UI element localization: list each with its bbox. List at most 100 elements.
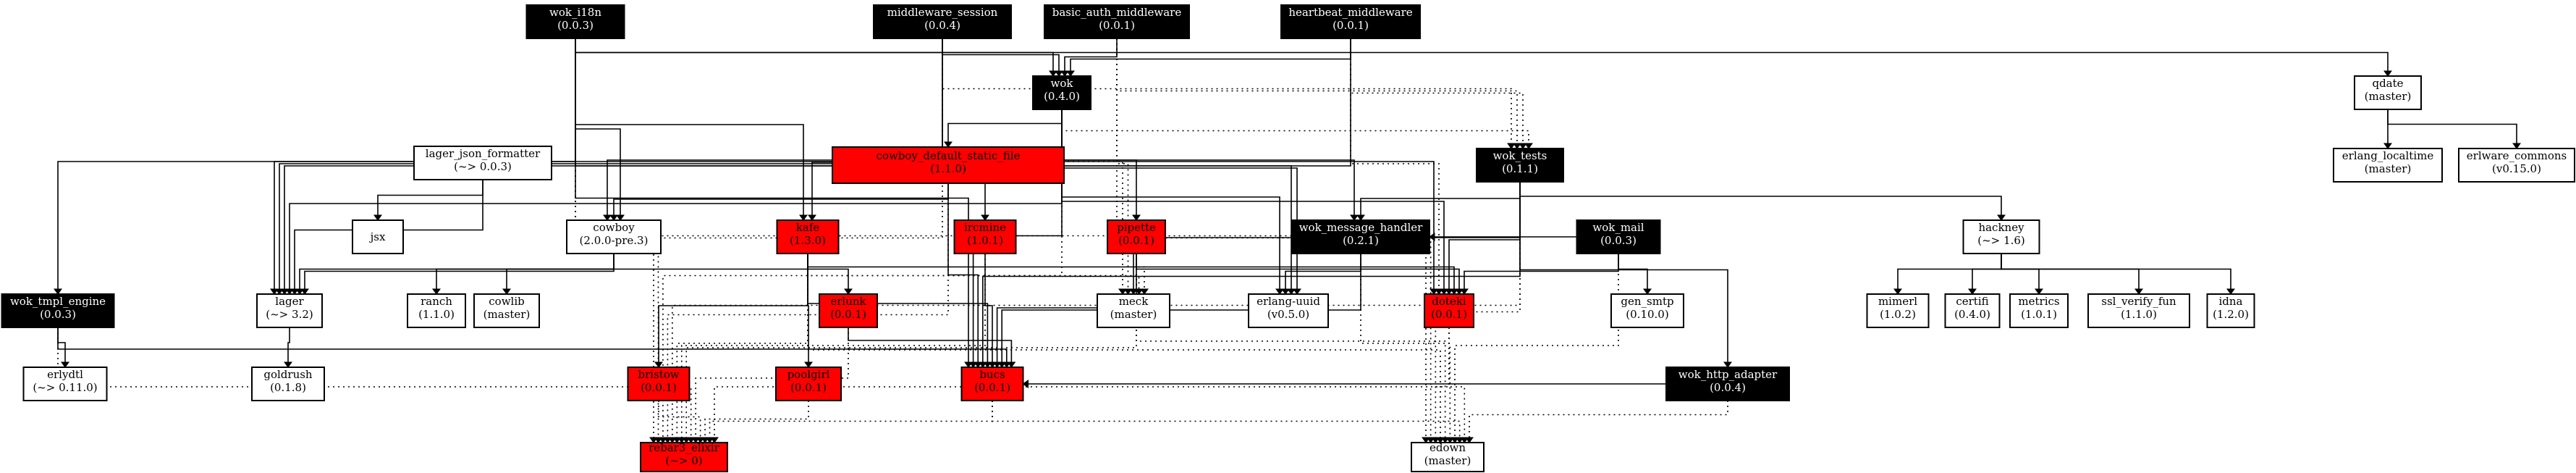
edge-heartbeat-middleware-to-wok-tests [1350, 38, 1527, 149]
node-version: (0.0.3) [557, 19, 594, 32]
node-label: wok_mail [1592, 221, 1644, 234]
node-box [1476, 148, 1564, 183]
node-label: certifi [1956, 295, 1988, 308]
node-meck: meck(master) [1097, 293, 1170, 328]
node-version: (1.1.0) [2121, 308, 2157, 321]
node-box [1576, 219, 1661, 254]
edge-cowboy-to-ranch [432, 254, 615, 295]
edge-line [1061, 109, 1355, 215]
node-box [1280, 4, 1421, 39]
edge-arrowhead [799, 214, 808, 221]
edge-arrowhead [502, 288, 511, 295]
edge-line [1448, 327, 1466, 438]
edge-line [680, 254, 986, 438]
node-box [2087, 293, 2190, 328]
edge-wok-tmpl-engine-to-rebar3-elixir [57, 327, 696, 443]
edge-line [992, 401, 1461, 438]
edge-arrowhead [1519, 143, 1527, 149]
node-version: (master) [2365, 162, 2412, 175]
node-version: (0.0.3) [40, 308, 76, 321]
edge-line [613, 183, 949, 215]
edge-arrowhead [603, 214, 612, 221]
edge-arrowhead [1513, 143, 1521, 149]
node-box [407, 293, 466, 328]
node-box [566, 219, 662, 254]
node-version: (master) [2365, 90, 2412, 103]
node-box [22, 367, 108, 401]
edge-wok-i18n-to-qdate [575, 38, 2392, 77]
edge-arrowhead [1507, 143, 1516, 149]
edge-kafe-to-meck [807, 254, 1144, 295]
node-box [1107, 219, 1166, 254]
edge-line [848, 327, 1013, 362]
edge-erlunk-to-bucs [848, 327, 1016, 368]
node-version: (~> 0) [665, 454, 702, 467]
node-label: bucs [979, 368, 1005, 381]
node-cowboy-default-static-file: cowboy_default_static_file(1.1.0) [832, 146, 1065, 184]
edge-arrowhead [1287, 288, 1296, 295]
edge-line [658, 401, 701, 438]
node-label: hackney [1978, 221, 2024, 234]
edge-arrowhead [1465, 437, 1474, 443]
node-box [1665, 367, 1790, 401]
edge-line [1064, 38, 1118, 71]
edge-arrowhead [432, 288, 441, 295]
node-label: erlang_localtime [2342, 149, 2434, 162]
node-version: (master) [483, 308, 531, 321]
edge-line [672, 182, 1521, 438]
node-lager: lager(~> 3.2) [256, 293, 323, 328]
edge-pipette-to-edown [1136, 254, 1450, 443]
edge-arrowhead [300, 288, 309, 295]
node-cowboy: cowboy(2.0.0-pre.3) [566, 219, 662, 254]
node-rebar3-elixir: rebar3_elixir(~> 0) [640, 441, 728, 472]
edge-arrowhead [285, 288, 294, 295]
edge-line [685, 254, 1137, 438]
node-label: lager_json_formatter [426, 147, 541, 160]
node-label: cowlib [489, 295, 524, 308]
node-box [525, 4, 625, 39]
node-erlgreen: ircmine(1.0.1) [953, 219, 1017, 254]
edge-wok-i18n-to-wok [575, 38, 1057, 77]
edge-hackney-to-idna [2001, 254, 2235, 295]
node-box [776, 219, 840, 254]
edge-wok-mail-to-wok-message-handler [1429, 233, 1577, 241]
edge-line [575, 38, 804, 215]
node-version: (0.2.1) [1343, 234, 1379, 247]
node-qdate: qdate(master) [2354, 75, 2422, 110]
edge-wok-message-handler-to-edown [1360, 254, 1455, 443]
edge-arrowhead [1275, 288, 1284, 295]
edge-line [695, 327, 849, 438]
node-lager-json-formatter: lager_json_formatter(~> 0.0.3) [413, 146, 552, 180]
edge-line [658, 254, 808, 362]
edge-hackney-to-certifi [1968, 254, 2002, 295]
node-middleware-session: middleware_session(0.0.4) [873, 4, 1012, 39]
edge-arrowhead [284, 361, 292, 368]
edge-line [1454, 254, 1619, 438]
edge-bucs-to-rebar3-elixir [705, 401, 993, 443]
edge-line [1061, 109, 1137, 215]
node-bucs: bucs(0.0.1) [960, 367, 1024, 401]
edge-line [1464, 254, 1619, 289]
edge-arrowhead [1435, 288, 1443, 295]
node-version: (0.0.4) [924, 19, 960, 32]
edge-arrowhead [654, 361, 663, 368]
edge-arrowhead [54, 288, 62, 295]
edge-wok-tests-to-wok-http-adapter [1519, 182, 1732, 368]
node-label: poolgirl [787, 368, 830, 381]
node-box [256, 293, 323, 328]
edge-arrowhead [1060, 70, 1069, 77]
node-label: metrics [2018, 295, 2059, 308]
node-version: (v0.15.0) [2492, 162, 2541, 175]
edge-middleware-session-to-wok-tests [942, 38, 1516, 149]
node-basic-auth-middleware: basic_auth_middleware(0.0.1) [1044, 4, 1190, 39]
edge-arrowhead [1134, 288, 1144, 295]
edge-arrowhead [1281, 288, 1290, 295]
edge-line [1061, 109, 1529, 143]
edge-wok-to-wok-tests [1061, 109, 1533, 149]
node-version: (0.0.4) [1710, 381, 1746, 394]
edge-arrowhead [280, 288, 289, 295]
node-version: (0.0.1) [1118, 234, 1154, 247]
node-erlang-uuid: erlang-uuid(v0.5.0) [1248, 293, 1329, 328]
edge-wok-message-handler-to-erlang-uuid [1281, 254, 1361, 295]
edge-doteki-to-edown [1448, 327, 1469, 443]
